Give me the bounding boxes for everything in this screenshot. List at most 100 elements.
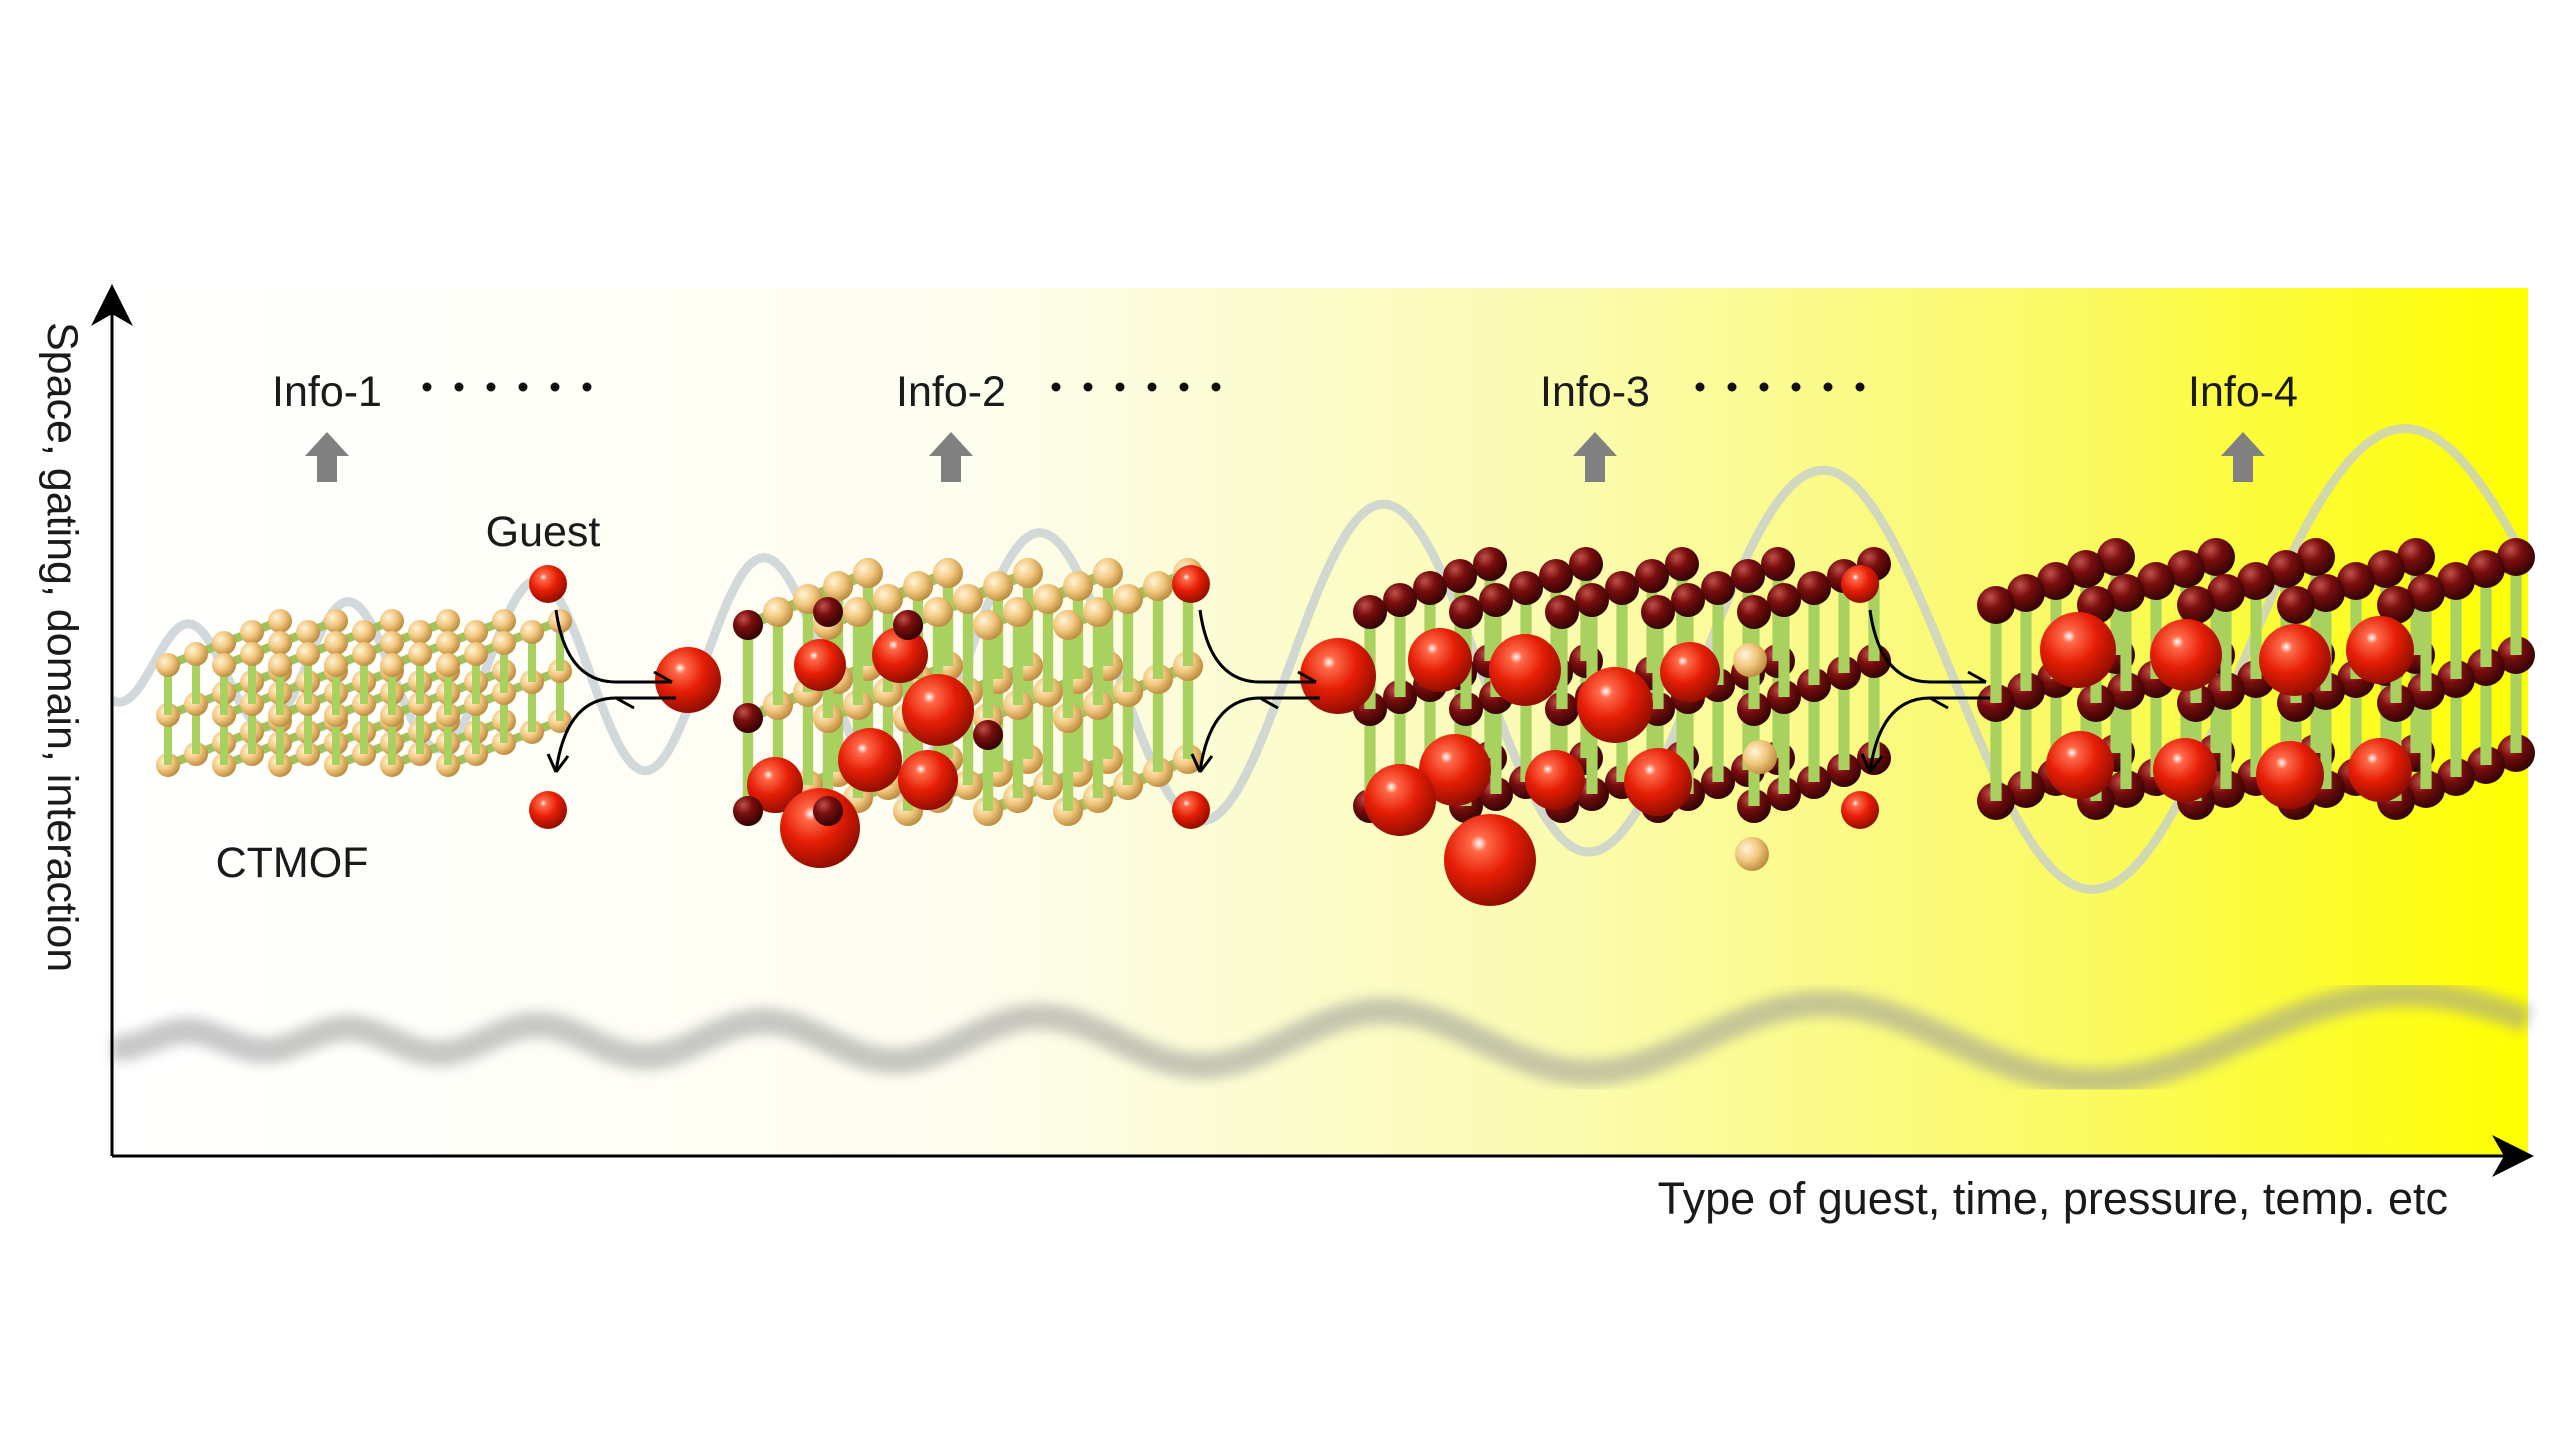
framework-node	[2467, 550, 2505, 588]
framework-node	[1509, 571, 1543, 605]
guest-molecule	[1408, 628, 1472, 692]
framework-node	[1539, 559, 1573, 593]
guest-molecule	[2346, 616, 2414, 684]
framework-node	[212, 653, 236, 677]
guest-molecule	[838, 728, 902, 792]
guest-label: Guest	[486, 508, 601, 556]
equilibrium-arrows-icon	[1868, 696, 1990, 773]
framework-node	[380, 609, 404, 633]
framework-node	[520, 620, 544, 644]
guest-molecule	[655, 647, 721, 713]
filled-node	[733, 796, 763, 826]
info-label-1: Info-1	[272, 368, 382, 416]
equilibrium-3	[1841, 565, 1990, 829]
framework-node	[1093, 558, 1123, 588]
framework-node	[492, 609, 516, 633]
framework-node	[1449, 595, 1483, 629]
guest-molecule	[898, 750, 958, 810]
framework-node	[1473, 547, 1507, 581]
guest-molecule	[2348, 738, 2412, 802]
framework-node	[408, 642, 432, 666]
equilibrium-arrows-icon	[554, 696, 676, 773]
up-arrow-icon	[2221, 432, 2265, 482]
arrow-head	[1259, 696, 1279, 710]
framework-node	[2037, 562, 2075, 600]
y-axis-label: Space, gating, domain, interaction	[38, 322, 86, 972]
framework-node	[1767, 583, 1801, 617]
framework-node	[1383, 583, 1417, 617]
framework-node	[2307, 574, 2345, 612]
filled-node	[813, 597, 843, 627]
filled-node	[733, 610, 763, 640]
equilibrium-2	[1172, 565, 1376, 829]
ellipsis-dot	[422, 382, 432, 392]
framework-node	[2237, 562, 2275, 600]
framework-node	[548, 609, 572, 633]
framework-node	[2207, 574, 2245, 612]
guest-molecule	[1444, 814, 1536, 906]
info-label-3: Info-3	[1540, 368, 1650, 416]
framework-node	[2137, 562, 2175, 600]
arrow-head	[1190, 753, 1214, 773]
framework-node	[1671, 583, 1705, 617]
ctmof-empty	[156, 609, 572, 777]
arrow-head	[1929, 696, 1949, 710]
framework-node	[2167, 550, 2205, 588]
framework-node	[156, 653, 180, 677]
framework-node	[1575, 583, 1609, 617]
guest-molecule	[1172, 565, 1210, 603]
framework-node	[1797, 571, 1831, 605]
arrow-head	[1297, 670, 1317, 684]
info-label-2: Info-2	[896, 368, 1006, 416]
guest-molecule	[2046, 731, 2114, 799]
framework-node	[464, 620, 488, 644]
framework-node	[2007, 574, 2045, 612]
framework-node	[296, 620, 320, 644]
framework-node	[2107, 574, 2145, 612]
framework-node	[933, 558, 963, 588]
arrow-head	[653, 670, 673, 684]
framework-node	[2407, 574, 2445, 612]
guest-molecule	[794, 639, 846, 691]
ellipsis-dot	[1855, 382, 1865, 392]
framework-node	[1479, 583, 1513, 617]
framework-node	[1635, 559, 1669, 593]
framework-node	[240, 620, 264, 644]
framework-node	[296, 642, 320, 666]
guest-molecule	[872, 627, 928, 683]
framework-node	[436, 653, 460, 677]
framework-node	[983, 571, 1013, 601]
framework-node	[2337, 562, 2375, 600]
info-label-4: Info-4	[2188, 368, 2298, 416]
framework-node	[1701, 571, 1735, 605]
framework-node	[853, 558, 883, 588]
ellipsis-dot	[486, 382, 496, 392]
up-arrow-icon	[305, 432, 349, 482]
filled-node	[893, 610, 923, 640]
oscillation-wave	[109, 424, 2532, 894]
guest-molecule	[529, 565, 567, 603]
framework-node	[2067, 550, 2105, 588]
guest-molecule	[2153, 738, 2217, 802]
framework-node	[2377, 586, 2415, 624]
equilibrium-arrows-icon	[1198, 609, 1316, 684]
framework-node	[324, 609, 348, 633]
framework-node	[1143, 571, 1173, 601]
up-arrow-icon	[929, 432, 973, 482]
framework-node	[324, 631, 348, 655]
framework-node	[953, 584, 983, 614]
framework-node	[1641, 595, 1675, 629]
guest-molecule	[1525, 750, 1585, 810]
guest-molecule	[1419, 734, 1491, 806]
ellipsis-dot	[518, 382, 528, 392]
framework-node	[823, 571, 853, 601]
framework-node	[1113, 584, 1143, 614]
framework-node	[380, 631, 404, 655]
framework-node	[212, 631, 236, 655]
guest-molecule	[1364, 764, 1436, 836]
framework-node	[2397, 538, 2435, 576]
wave-shadow	[111, 981, 2533, 1094]
framework-node	[873, 584, 903, 614]
guest-molecule	[1660, 642, 1720, 702]
